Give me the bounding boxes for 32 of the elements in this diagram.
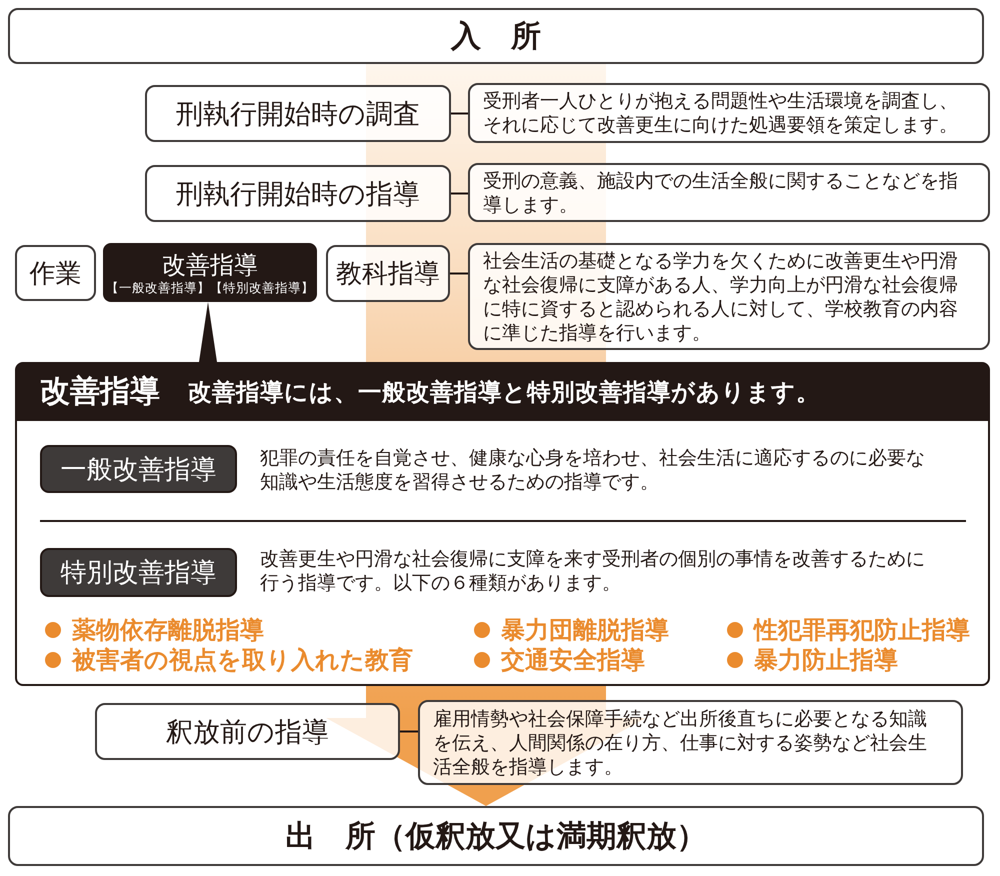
step-box: 刑執行開始時の調査 — [145, 85, 451, 142]
panel-intro: 改善指導には、一般改善指導と特別改善指導があります。 — [188, 377, 820, 408]
callout-pointer — [199, 302, 217, 362]
description-box: 社会生活の基礎となる学力を欠くために改善更生や円滑な社会復帰に支障がある人、学力向上が円滑な社会復帰に特に資すると認められる人に対して、学校教育の内容に準じた指導を行います。 — [468, 243, 990, 350]
step-box: 釈放前の指導 — [95, 703, 400, 760]
list-item-text: 暴力団離脱指導 — [501, 615, 669, 646]
list-item-text: 性犯罪再犯防止指導 — [754, 615, 970, 646]
step-box: 作業 — [15, 245, 96, 301]
category-tag: 一般改善指導 — [40, 445, 237, 493]
step-box: 教科指導 — [326, 245, 450, 302]
list-item-text: 薬物依存離脱指導 — [72, 615, 264, 646]
panel — [15, 362, 990, 686]
description-text: 改善更生や円滑な社会復帰に支障を来す受刑者の個別の事情を改善するために行う指導です。以下の６種類があります。 — [260, 547, 926, 595]
list-item-text: 暴力防止指導 — [754, 645, 898, 676]
connector-line — [451, 112, 468, 114]
panel-heading: 改善指導 — [40, 373, 160, 411]
subtitle-text: 【一般改善指導】【特別改善指導】 — [106, 280, 314, 296]
description-box: 受刑の意義、施設内での生活全般に関することなどを指導します。 — [468, 163, 990, 222]
connector-line — [451, 192, 468, 194]
title-text: 改善指導 — [162, 250, 258, 280]
connector-line — [400, 730, 418, 732]
list-item-text: 交通安全指導 — [501, 645, 645, 676]
description-text: 犯罪の責任を自覚させ、健康な心身を培わせ、社会生活に適応するのに必要な知識や生活態度を習得させるための指導です。 — [260, 446, 926, 494]
description-box: 受刑者一人ひとりが抱える問題性や生活環境を調査し、それに応じて改善更生に向けた処遇要領を策定します。 — [468, 83, 990, 143]
connector-line — [450, 272, 468, 274]
stage-box: 出 所（仮釈放又は満期釈放） — [8, 806, 984, 866]
stage-box: 入 所 — [8, 8, 984, 64]
step-box: 刑執行開始時の指導 — [145, 165, 451, 222]
highlight-box — [103, 243, 317, 302]
description-box: 雇用情勢や社会保障手続など出所後直ちに必要となる知識を伝え、人間関係の在り方、仕事に対する姿勢など社会生活全般を指導します。 — [418, 700, 963, 785]
category-tag: 特別改善指導 — [40, 548, 237, 597]
list-item-text: 被害者の視点を取り入れた教育 — [72, 645, 413, 676]
